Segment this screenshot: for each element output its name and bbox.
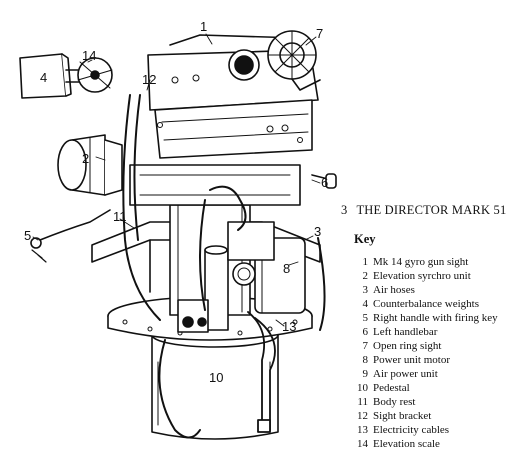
callout-2: 2: [82, 151, 89, 166]
key-item: 1 Mk 14 gyro gun sight: [352, 255, 498, 269]
key-item-number: 6: [362, 326, 369, 338]
key-item: 5 Right handle with firing key: [352, 311, 498, 325]
key-item-number: 14: [357, 438, 368, 450]
callout-1: 1: [200, 19, 207, 34]
key-item: 7 Open ring sight: [352, 339, 498, 353]
open-ring-sight: [267, 30, 321, 91]
key-item-label: Air hoses: [373, 284, 415, 296]
key-item: 11 Body rest: [352, 395, 498, 409]
counterbalance-weights: [19, 53, 89, 99]
key-item: 13 Electricity cables: [352, 423, 498, 437]
key-item-number: 11: [357, 396, 368, 408]
key-item-number: 9: [362, 368, 369, 380]
figure-caption: 3 THE DIRECTOR MARK 51: [341, 203, 506, 218]
key-item-label: Elevation syrchro unit: [373, 270, 471, 282]
key-item-number: 12: [357, 410, 368, 422]
key-item: 8 Power unit motor: [352, 353, 498, 367]
key-item-label: Air power unit: [373, 368, 438, 380]
callout-8: 8: [283, 261, 290, 276]
key-item: 4 Counterbalance weights: [352, 297, 498, 311]
key-item-number: 7: [362, 340, 369, 352]
key-item-number: 8: [362, 354, 369, 366]
callout-6: 6: [321, 175, 328, 190]
figure-title: THE DIRECTOR MARK 51: [356, 203, 507, 217]
handlebars: [30, 173, 337, 263]
key-item: 3 Air hoses: [352, 283, 498, 297]
key-item: 2 Elevation syrchro unit: [352, 269, 498, 283]
key-item-label: Pedestal: [373, 382, 410, 394]
key-item: 10 Pedestal: [352, 381, 498, 395]
key-item-number: 10: [357, 382, 368, 394]
key-item: 9 Air power unit: [352, 367, 498, 381]
key-item-label: Electricity cables: [373, 424, 450, 436]
key-item-number: 4: [362, 298, 369, 310]
elevation-scale: [77, 57, 113, 93]
key-item-label: Open ring sight: [373, 340, 442, 352]
callout-5: 5: [24, 228, 31, 243]
leader-lines: [32, 33, 321, 327]
callout-7: 7: [316, 26, 323, 41]
callout-11: 11: [113, 209, 127, 224]
air-hoses: [122, 94, 326, 439]
key-item-number: 2: [362, 270, 369, 282]
callout-13: 13: [282, 319, 296, 334]
key-item-label: Mk 14 gyro gun sight: [373, 256, 469, 268]
figure-number: 3: [341, 203, 348, 217]
callout-12: 12: [142, 72, 156, 87]
key-item-number: 13: [357, 424, 368, 436]
key-item-number: 1: [362, 256, 369, 268]
key-item-label: Elevation scale: [373, 438, 440, 450]
electricity-cables: [247, 311, 276, 433]
key-list: 1 Mk 14 gyro gun sight 2 Elevation syrchro…: [352, 255, 498, 451]
key-item-number: 5: [362, 312, 369, 324]
callouts: 1 2 3 4 5 6 7 8 9 10 11 12 13 14: [24, 19, 328, 385]
key-item: 6 Left handlebar: [352, 325, 498, 339]
air-power-unit: [177, 221, 275, 333]
key-item-label: Right handle with firing key: [373, 312, 498, 324]
callout-3: 3: [314, 224, 321, 239]
key-item: 14 Elevation scale: [352, 437, 498, 451]
key-item: 12 Sight bracket: [352, 409, 498, 423]
callout-9: 9: [242, 234, 249, 249]
callout-4: 4: [40, 70, 47, 85]
key-item-label: Sight bracket: [373, 410, 432, 422]
callout-14: 14: [82, 48, 96, 63]
key-item-label: Power unit motor: [373, 354, 450, 366]
key-item-number: 3: [362, 284, 369, 296]
key-heading: Key: [354, 232, 376, 246]
key-item-label: Left handlebar: [373, 326, 438, 338]
key-item-label: Body rest: [373, 396, 416, 408]
callout-10: 10: [209, 370, 223, 385]
elevation-synchro-unit: [57, 134, 123, 196]
key-item-label: Counterbalance weights: [373, 298, 479, 310]
